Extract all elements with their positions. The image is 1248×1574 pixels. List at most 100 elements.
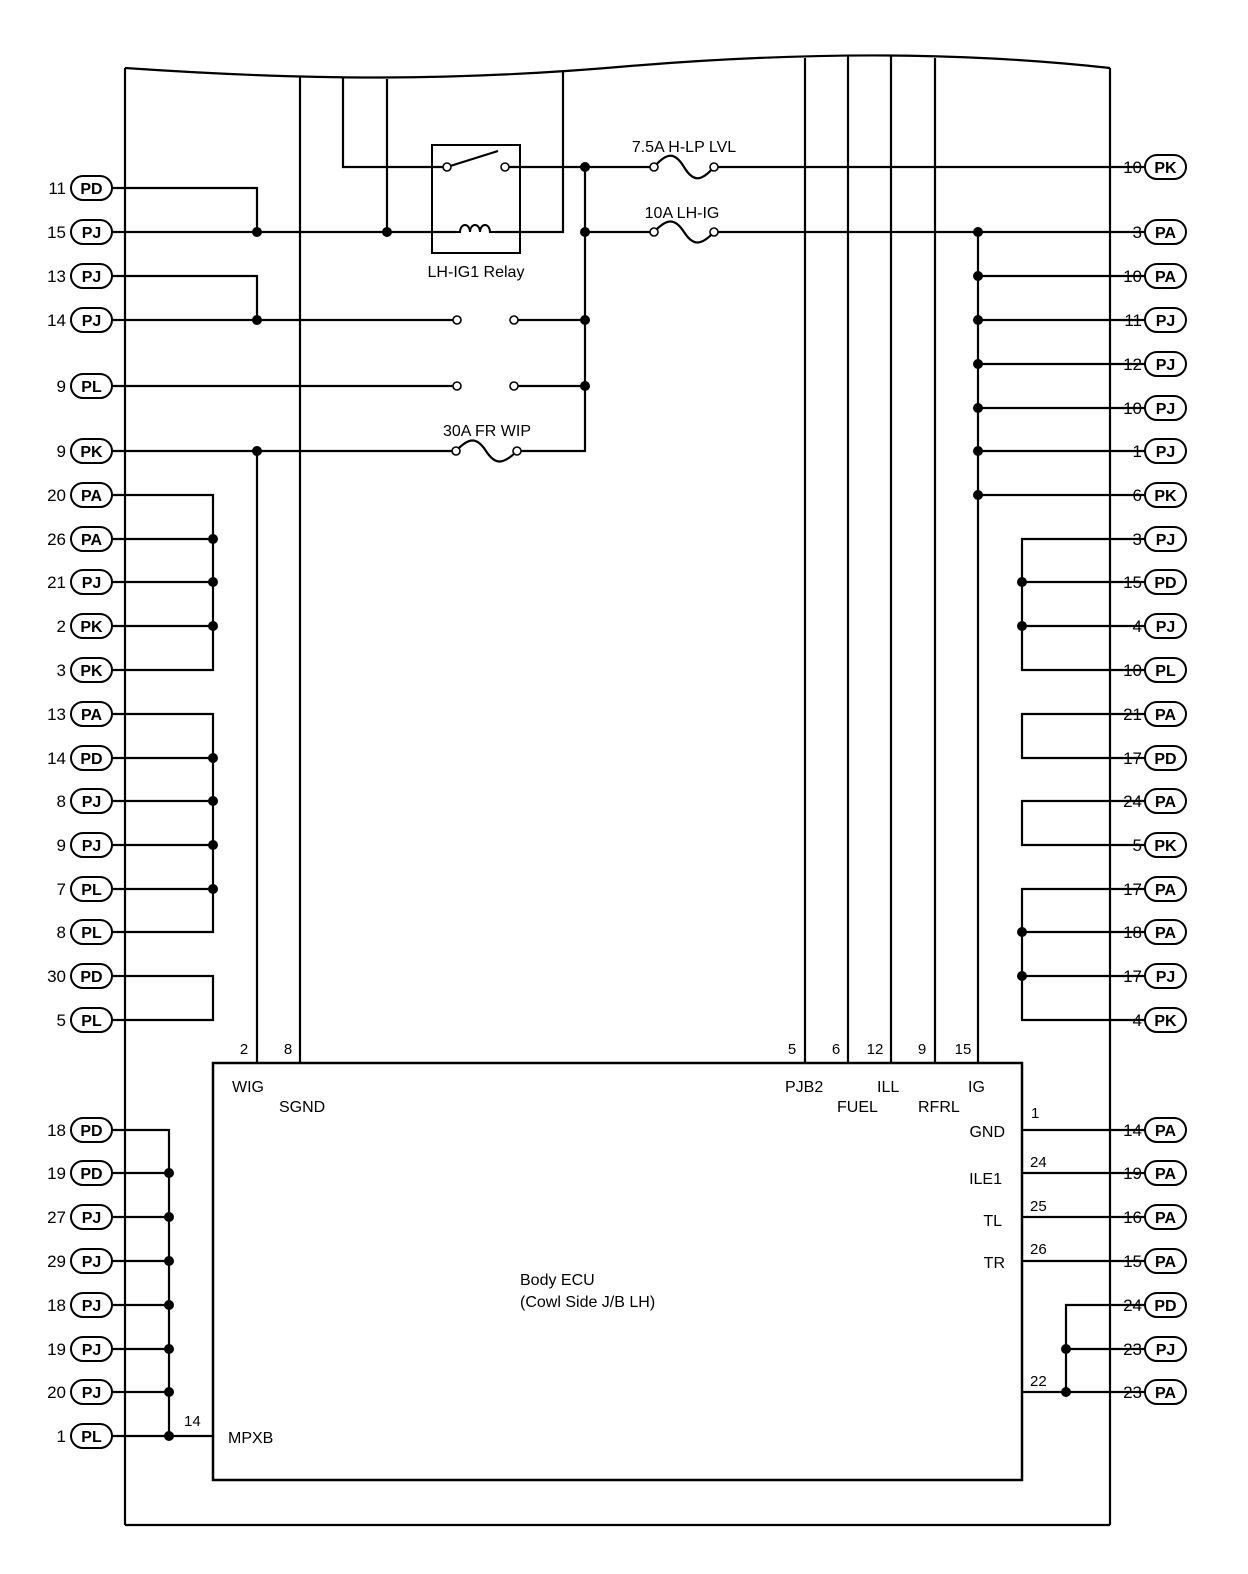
- svg-text:PL: PL: [81, 379, 102, 396]
- svg-text:PJ: PJ: [1156, 401, 1176, 418]
- svg-text:2: 2: [57, 617, 66, 636]
- ecu-pin-number: 9: [918, 1041, 926, 1058]
- svg-text:PD: PD: [1154, 575, 1176, 592]
- signal-label: RFRL: [918, 1099, 960, 1116]
- svg-text:PA: PA: [1155, 269, 1176, 286]
- svg-text:27: 27: [47, 1208, 66, 1227]
- left-connector: 30 PD: [47, 963, 113, 989]
- svg-text:30A FR WIP: 30A FR WIP: [443, 423, 531, 440]
- left-connector: 9 PL: [57, 373, 113, 399]
- left-connector: 21 PJ: [47, 569, 113, 595]
- svg-text:PA: PA: [1155, 925, 1176, 942]
- svg-text:PA: PA: [1155, 1123, 1176, 1140]
- svg-text:1: 1: [57, 1427, 66, 1446]
- svg-text:PD: PD: [80, 969, 102, 986]
- svg-text:PA: PA: [1155, 1254, 1176, 1271]
- svg-text:5: 5: [57, 1011, 66, 1030]
- svg-text:PK: PK: [1154, 1013, 1177, 1030]
- svg-text:PJ: PJ: [1156, 532, 1176, 549]
- svg-text:PD: PD: [1154, 751, 1176, 768]
- svg-text:20: 20: [47, 1383, 66, 1402]
- svg-text:13: 13: [47, 267, 66, 286]
- ecu-subtitle: (Cowl Side J/B LH): [520, 1294, 655, 1311]
- relay-label: LH-IG1 Relay: [428, 264, 525, 281]
- svg-text:PA: PA: [1155, 1210, 1176, 1227]
- body-ecu: Body ECU (Cowl Side J/B LH) 2 8 5 6 12 9…: [184, 1041, 1047, 1482]
- svg-text:PA: PA: [1155, 225, 1176, 242]
- svg-text:14: 14: [47, 311, 66, 330]
- svg-text:PD: PD: [80, 1123, 102, 1140]
- junction-block-outline: [123, 54, 1112, 1527]
- left-connector: 13 PJ: [47, 263, 113, 289]
- svg-text:13: 13: [47, 705, 66, 724]
- svg-text:9: 9: [57, 377, 66, 396]
- svg-text:30: 30: [47, 967, 66, 986]
- svg-text:PJ: PJ: [82, 1342, 102, 1359]
- svg-text:29: 29: [47, 1252, 66, 1271]
- signal-label: GND: [969, 1124, 1005, 1141]
- ecu-pin-number: 24: [1030, 1154, 1047, 1171]
- svg-text:PL: PL: [81, 882, 102, 899]
- svg-text:3: 3: [57, 661, 66, 680]
- ecu-pin-number: 2: [240, 1041, 248, 1058]
- svg-text:PJ: PJ: [82, 575, 102, 592]
- svg-text:26: 26: [47, 530, 66, 549]
- ecu-pin-number: 6: [832, 1041, 840, 1058]
- ecu-pin-number: 1: [1031, 1105, 1039, 1122]
- ecu-pin-number: 12: [867, 1041, 884, 1058]
- signal-label: IG: [968, 1079, 985, 1096]
- svg-text:PD: PD: [80, 1166, 102, 1183]
- ecu-pin-number: 22: [1030, 1373, 1047, 1390]
- svg-text:PA: PA: [1155, 882, 1176, 899]
- signal-label: WIG: [232, 1079, 264, 1096]
- svg-text:21: 21: [47, 573, 66, 592]
- svg-text:PA: PA: [1155, 794, 1176, 811]
- left-connector: 5 PL: [57, 1007, 113, 1033]
- svg-text:PK: PK: [80, 663, 103, 680]
- svg-text:PA: PA: [81, 707, 102, 724]
- svg-text:PD: PD: [80, 751, 102, 768]
- ecu-pin-number: 8: [284, 1041, 292, 1058]
- fuse-lh-ig: 10A LH-IG: [645, 205, 719, 244]
- svg-text:PA: PA: [1155, 1166, 1176, 1183]
- svg-text:PJ: PJ: [82, 313, 102, 330]
- svg-text:PJ: PJ: [82, 1254, 102, 1271]
- svg-text:PK: PK: [1154, 838, 1177, 855]
- svg-text:PK: PK: [1154, 488, 1177, 505]
- svg-text:PJ: PJ: [82, 269, 102, 286]
- svg-text:PK: PK: [1154, 160, 1177, 177]
- ecu-pin-number: 25: [1030, 1198, 1047, 1215]
- svg-text:PJ: PJ: [82, 1210, 102, 1227]
- svg-text:PA: PA: [81, 488, 102, 505]
- lh-ig1-relay: LH-IG1 Relay: [428, 144, 525, 281]
- signal-label: TR: [984, 1255, 1005, 1272]
- svg-text:PL: PL: [81, 1013, 102, 1030]
- ecu-pin-number: 15: [955, 1041, 972, 1058]
- left-connector: 14 PJ: [47, 307, 113, 333]
- ecu-pin-number: 5: [788, 1041, 796, 1058]
- svg-text:PJ: PJ: [1156, 444, 1176, 461]
- splice-dots: [164, 162, 1071, 1441]
- svg-text:PJ: PJ: [82, 794, 102, 811]
- left-connector: 27 PJ: [47, 1204, 113, 1230]
- svg-text:PL: PL: [1155, 663, 1176, 680]
- relay-coil-icon: [456, 224, 495, 233]
- svg-text:PA: PA: [1155, 707, 1176, 724]
- left-connector: 3 PK: [57, 657, 113, 683]
